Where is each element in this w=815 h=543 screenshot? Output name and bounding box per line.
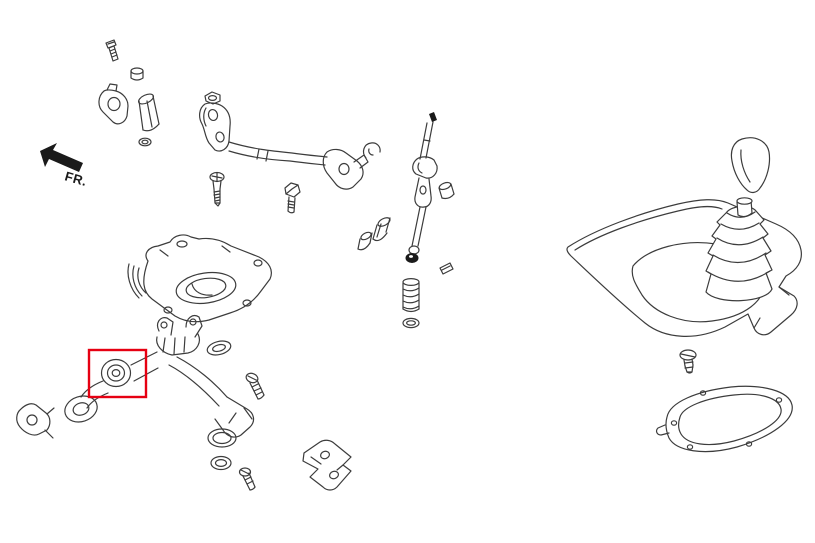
stacked-washers: [207, 428, 237, 471]
boot-retainer-plate: [655, 385, 793, 453]
tapping-screw: [245, 372, 265, 400]
z-bracket: [302, 439, 352, 491]
console-screw: [679, 349, 697, 374]
shift-lever-rod: [405, 112, 455, 275]
machine-screw: [209, 171, 225, 207]
short-screw: [238, 467, 256, 491]
base-plate: [127, 234, 272, 323]
control-rod-linkage: [199, 91, 381, 190]
highlighted-bushing: [100, 358, 132, 388]
pivot-bracket-assembly: [98, 67, 160, 147]
highlight-box: [87, 348, 148, 399]
hex-bolt: [284, 182, 301, 214]
small-end-bracket: [16, 403, 55, 439]
washer-ring: [402, 317, 420, 329]
oval-grommet: [206, 340, 232, 356]
shift-arm-assembly: [64, 315, 255, 438]
small-screw-top-left: [105, 39, 119, 62]
fr-arrow-icon: [40, 143, 83, 172]
shift-knob: [730, 137, 771, 194]
front-direction-arrow: FR.: [40, 143, 89, 189]
bushing-sleeves: [357, 217, 391, 251]
fr-label: FR.: [63, 168, 89, 189]
shift-boot: [705, 197, 773, 302]
coil-spring: [402, 278, 420, 313]
